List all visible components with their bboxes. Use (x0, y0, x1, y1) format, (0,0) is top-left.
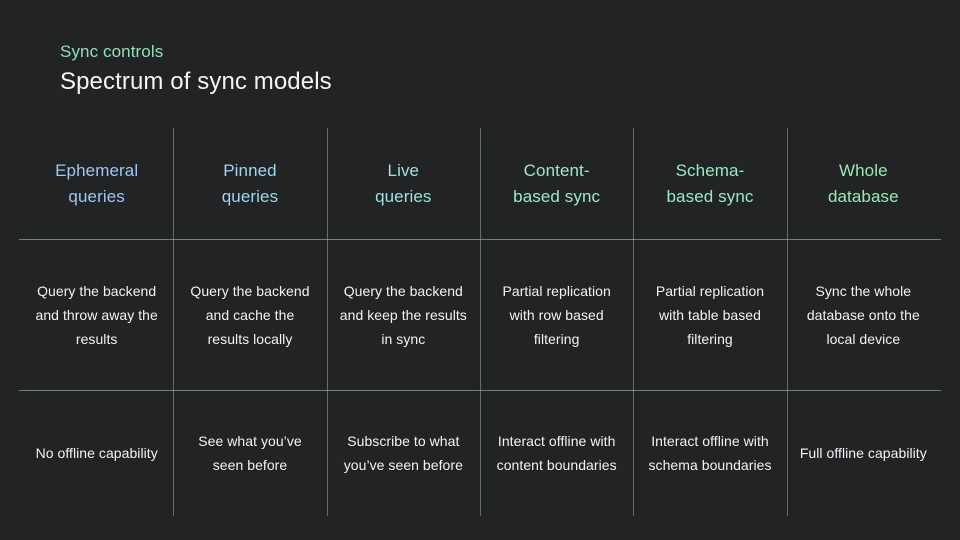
matrix-description-cell: Sync the whole database onto the local d… (785, 239, 942, 390)
column-header-line-1: Whole (838, 160, 888, 180)
column-header-label: Whole database (828, 158, 899, 210)
offline-text: Subscribe to what you’ve seen before (343, 433, 463, 473)
column-header-line-1: Ephemeral (55, 160, 139, 180)
matrix-offline-cell: Full offline capability (785, 390, 942, 516)
matrix-description-cell: Query the backend and keep the results i… (325, 239, 482, 390)
description-text: Query the backend and cache the results … (190, 282, 310, 347)
sync-models-matrix: Ephemeral queries Pinned queries Live qu… (18, 128, 942, 516)
offline-text: Full offline capability (799, 445, 927, 461)
matrix-description-cell: Query the backend and cache the results … (172, 239, 328, 390)
description-text: Partial replication with row based filte… (502, 282, 611, 347)
matrix-description-cell: Query the backend and throw away the res… (18, 239, 175, 390)
page-title: Spectrum of sync models (60, 68, 332, 95)
matrix-offline-cell: See what you’ve seen before (172, 390, 328, 516)
column-header-line-2: queries (68, 186, 125, 206)
offline-text: Interact offline with schema boundaries (648, 433, 772, 473)
column-header-line-2: queries (221, 186, 279, 206)
column-header-label: Schema- based sync (666, 158, 753, 210)
matrix-header-cell-pinned-queries: Pinned queries (173, 128, 326, 239)
column-header-label: Live queries (375, 158, 431, 210)
description-text: Sync the whole database onto the local d… (806, 282, 920, 347)
column-header-line-2: queries (375, 186, 432, 206)
matrix-header-cell-whole-database: Whole database (786, 128, 940, 239)
matrix-offline-cell: No offline capability (18, 390, 175, 516)
column-header-label: Pinned queries (222, 158, 278, 210)
matrix-header-cell-content-based-sync: Content- based sync (479, 128, 633, 239)
matrix-offline-cell: Subscribe to what you’ve seen before (325, 390, 482, 516)
column-header-line-2: based sync (666, 186, 754, 206)
column-header-line-1: Schema- (675, 160, 745, 180)
matrix-offline-cell: Interact offline with content boundaries (478, 390, 635, 516)
description-text: Query the backend and keep the results i… (339, 282, 467, 347)
column-header-line-2: database (827, 186, 899, 206)
offline-text: No offline capability (35, 445, 158, 461)
matrix-header-cell-live-queries: Live queries (326, 128, 480, 239)
matrix-header-cell-schema-based-sync: Schema- based sync (633, 128, 786, 239)
offline-text: Interact offline with content boundaries (496, 433, 617, 473)
matrix-header-cell-ephemeral-queries: Ephemeral queries (20, 128, 173, 239)
offline-text: See what you’ve seen before (198, 433, 302, 473)
slide-header: Sync controls Spectrum of sync models (60, 40, 900, 97)
matrix-description-cell: Partial replication with row based filte… (478, 239, 635, 390)
slide-eyebrow: Sync controls (60, 42, 164, 61)
column-header-line-2: based sync (513, 186, 601, 206)
description-text: Partial replication with table based fil… (655, 282, 765, 347)
column-header-line-1: Live (387, 160, 420, 180)
matrix-offline-cell: Interact offline with schema boundaries (632, 390, 788, 516)
description-text: Query the backend and throw away the res… (35, 282, 158, 347)
column-header-label: Ephemeral queries (55, 158, 138, 210)
column-header-label: Content- based sync (513, 158, 600, 210)
column-header-line-1: Content- (523, 160, 590, 180)
matrix-description-cell: Partial replication with table based fil… (632, 239, 788, 390)
column-header-line-1: Pinned (223, 160, 277, 180)
